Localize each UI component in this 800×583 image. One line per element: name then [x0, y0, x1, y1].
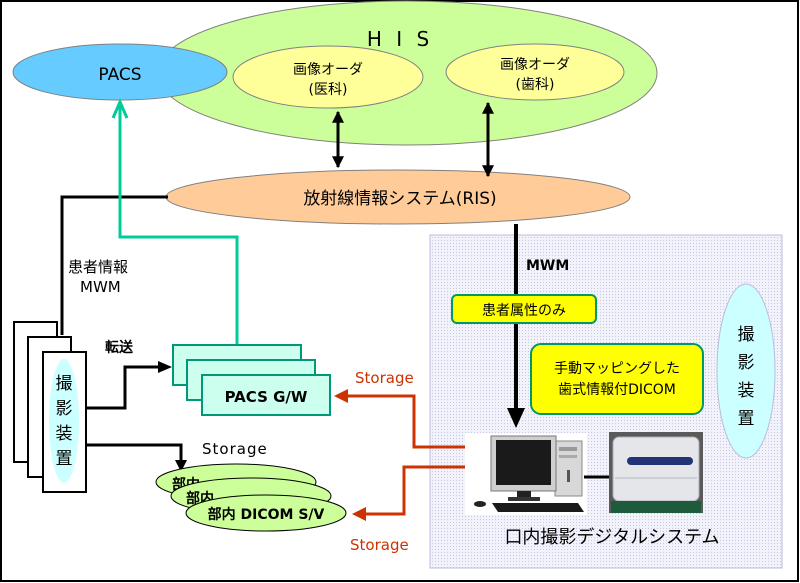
- order-dental-ellipse[interactable]: [445, 43, 625, 101]
- manual-mapping-line1: 手動マッピングした: [554, 361, 680, 377]
- pacs-gw-label: PACS G/W: [225, 388, 308, 406]
- order-medical-ellipse[interactable]: [232, 45, 424, 109]
- transfer-arrow: [86, 365, 166, 410]
- svg-text:装: 装: [738, 381, 755, 401]
- order-dental-line2: (歯科): [516, 77, 555, 93]
- order-dental-line1: 画像オーダ: [500, 57, 570, 73]
- manual-mapping-line2: 歯式情報付DICOM: [558, 382, 676, 398]
- patient-mwm-line2: MWM: [80, 278, 121, 296]
- storage-to-sv-arrow: [360, 465, 498, 516]
- svg-text:撮: 撮: [738, 325, 755, 345]
- storage-gw-label: Storage: [355, 369, 414, 387]
- mwm-label: MWM: [526, 258, 569, 274]
- patient-attr-label: 患者属性のみ: [482, 303, 566, 319]
- intraoral-modality-label: 撮 影 装 置: [738, 325, 755, 429]
- patient-mwm-line: [60, 195, 168, 335]
- storage-to-gw-arrow: [342, 394, 498, 449]
- gw-to-pacs-arrow: [118, 106, 239, 345]
- modality-label: 撮 影 装 置: [56, 374, 73, 469]
- modality-storage-arrow: [86, 443, 183, 463]
- storage-to-dicom-label: Storage: [202, 440, 268, 458]
- intraoral-modality-ellipse[interactable]: [716, 283, 776, 459]
- pacs-label: PACS: [98, 65, 141, 85]
- image-plate-scanner-icon[interactable]: [609, 432, 703, 513]
- storage-to-gw-arrowhead: [334, 389, 348, 403]
- ris-label: 放射線情報システム(RIS): [303, 189, 496, 209]
- svg-text:装: 装: [56, 424, 73, 444]
- patient-attr-callout: [451, 294, 597, 324]
- svg-text:置: 置: [56, 449, 73, 469]
- dicom-sv-ellipse-front[interactable]: [185, 494, 347, 532]
- workstation-computer-icon[interactable]: [465, 433, 587, 515]
- pacs-gw-box-front[interactable]: [201, 374, 331, 416]
- svg-text:置: 置: [738, 409, 755, 429]
- order-medical-line1: 画像オーダ: [293, 62, 363, 78]
- transfer-label: 転送: [105, 339, 134, 356]
- transfer-arrowhead: [158, 361, 172, 373]
- svg-text:影: 影: [738, 353, 755, 373]
- gw-to-pacs-arrowhead: [111, 98, 129, 119]
- modality-storage-arrowhead: [175, 460, 187, 472]
- storage-sv-label: Storage: [350, 536, 409, 554]
- dicom-sv-label: 部内 DICOM S/V: [208, 506, 325, 523]
- intraoral-system-label: 口内撮影デジタルシステム: [504, 527, 719, 548]
- his-label: H I S: [367, 27, 433, 51]
- svg-text:影: 影: [56, 399, 73, 419]
- storage-to-sv-arrowhead: [352, 507, 366, 521]
- modality-ellipse: [49, 359, 79, 483]
- svg-text:撮: 撮: [56, 374, 73, 394]
- manual-mapping-callout: [530, 343, 704, 415]
- mwm-arrowhead: [507, 408, 525, 428]
- order-medical-line2: (医科): [309, 82, 348, 98]
- patient-mwm-line1: 患者情報: [68, 258, 128, 276]
